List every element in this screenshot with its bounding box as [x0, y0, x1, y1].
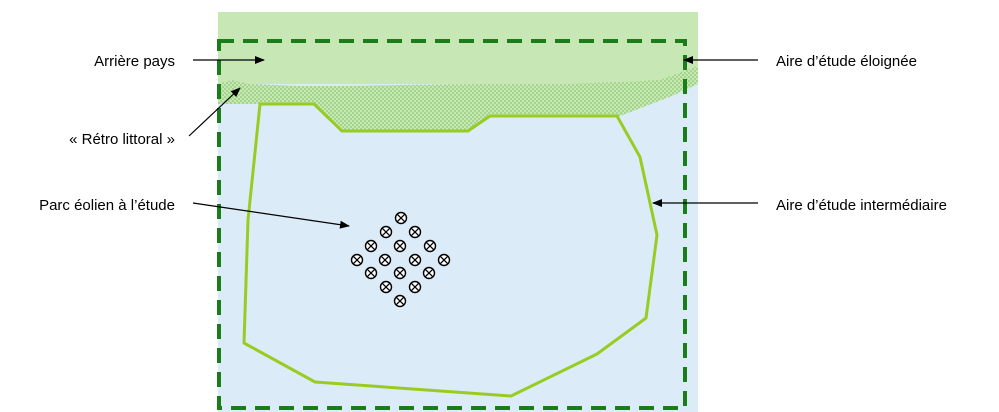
turbine-icon [379, 280, 393, 294]
turbine-icon [393, 266, 407, 280]
turbine-icon [378, 253, 392, 267]
turbine-icon [379, 225, 393, 239]
turbine-icon [408, 253, 422, 267]
arriere-pays-area [218, 12, 698, 84]
label-parc-eolien: Parc éolien à l’étude [39, 197, 175, 214]
turbine-icon [423, 239, 437, 253]
label-aire-intermediaire: Aire d’étude intermédiaire [776, 197, 947, 214]
turbine-icon [393, 294, 407, 308]
label-retro-littoral: « Rétro littoral » [69, 131, 175, 148]
turbine-icon [408, 225, 422, 239]
turbine-icon [364, 266, 378, 280]
arrow-parc-eolien [192, 202, 350, 229]
aire-eloignee-boundary [217, 39, 687, 410]
turbine-icon [422, 266, 436, 280]
aire-intermediaire-outline [242, 102, 659, 398]
turbine-icon [364, 239, 378, 253]
turbine-icon [408, 280, 422, 294]
wind-farm-turbines [350, 211, 451, 308]
turbine-icon [437, 253, 451, 267]
turbine-icon [393, 239, 407, 253]
turbine-icon [350, 253, 364, 267]
arrow-retro-littoral [188, 87, 241, 137]
label-arriere-pays: Arrière pays [94, 53, 175, 70]
label-aire-eloignee: Aire d’étude éloignée [776, 53, 917, 70]
turbine-icon [394, 211, 408, 225]
